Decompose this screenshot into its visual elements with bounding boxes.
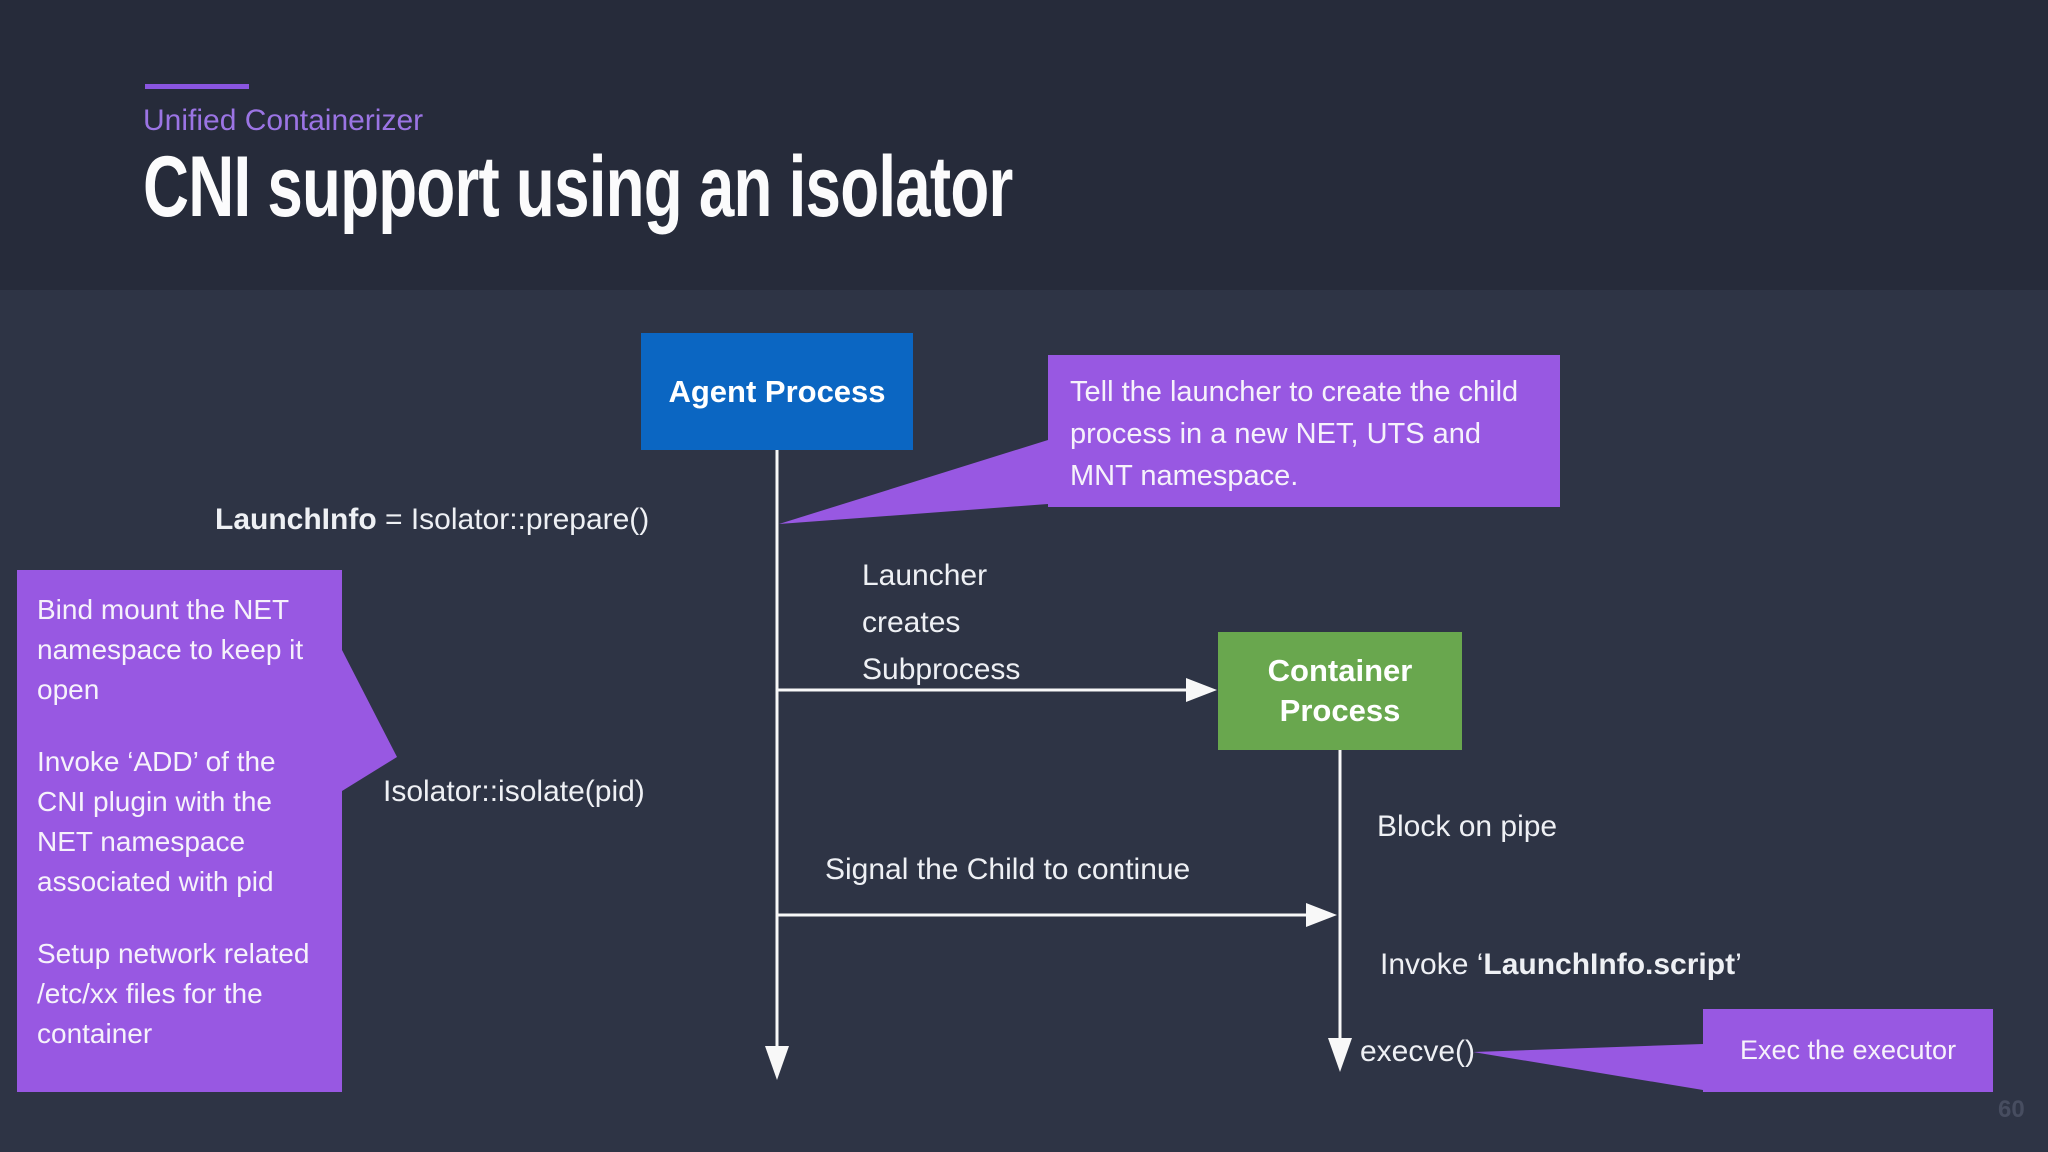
callout-exec: Exec the executor bbox=[1703, 1009, 1993, 1092]
label-isolator-prepare-rest: = Isolator::prepare() bbox=[376, 503, 650, 536]
callout-exec-pointer bbox=[1473, 1044, 1703, 1090]
label-invoke-script: Invoke ‘LaunchInfo.script’ bbox=[1380, 948, 1742, 982]
label-invoke-script-bold: LaunchInfo.script bbox=[1483, 948, 1736, 981]
agent-process-label: Agent Process bbox=[668, 373, 886, 409]
label-signal-child: Signal the Child to continue bbox=[825, 853, 1191, 886]
kicker-accent-line bbox=[145, 84, 249, 89]
container-process-box: Container Process bbox=[1218, 632, 1462, 750]
label-launcher-creates-subprocess: Launcher creates Subprocess bbox=[862, 559, 1021, 686]
callout-bindmount-paragraph-1: Bind mount the NET namespace to keep it … bbox=[37, 594, 304, 705]
callout-namespace-text: Tell the launcher to create the child pr… bbox=[1070, 376, 1519, 492]
callout-bindmount-pointer bbox=[342, 650, 397, 791]
container-process-label: Container Process bbox=[1267, 653, 1413, 728]
label-invoke-script-suffix: ’ bbox=[1735, 948, 1742, 981]
label-isolator-isolate: Isolator::isolate(pid) bbox=[383, 775, 645, 808]
callout-namespace: Tell the launcher to create the child pr… bbox=[1048, 355, 1560, 507]
agent-process-box: Agent Process bbox=[641, 333, 913, 450]
callout-bindmount: Bind mount the NET namespace to keep it … bbox=[17, 570, 342, 1092]
launcher-creates-arrowhead-icon bbox=[1186, 678, 1217, 702]
agent-lifeline-arrowhead-icon bbox=[765, 1046, 789, 1080]
callout-bindmount-paragraph-2: Invoke ‘ADD’ of the CNI plugin with the … bbox=[37, 746, 276, 897]
label-isolator-prepare-bold: LaunchInfo bbox=[215, 503, 377, 536]
label-execve: execve() bbox=[1360, 1035, 1476, 1068]
container-lifeline-arrowhead-icon bbox=[1328, 1038, 1352, 1072]
label-block-on-pipe: Block on pipe bbox=[1377, 810, 1558, 843]
page-number: 60 bbox=[1998, 1096, 2025, 1123]
header-band: Unified Containerizer CNI support using … bbox=[0, 0, 2048, 290]
page-title: CNI support using an isolator bbox=[143, 139, 1013, 235]
callout-bindmount-paragraph-3: Setup network related /etc/xx files for … bbox=[37, 938, 310, 1049]
callout-namespace-pointer bbox=[779, 440, 1048, 524]
kicker-text: Unified Containerizer bbox=[143, 104, 424, 137]
label-invoke-script-prefix: Invoke ‘ bbox=[1380, 948, 1484, 981]
label-isolator-prepare: LaunchInfo = Isolator::prepare() bbox=[215, 503, 649, 537]
callout-exec-text: Exec the executor bbox=[1739, 1035, 1957, 1065]
signal-child-arrowhead-icon bbox=[1306, 903, 1337, 927]
